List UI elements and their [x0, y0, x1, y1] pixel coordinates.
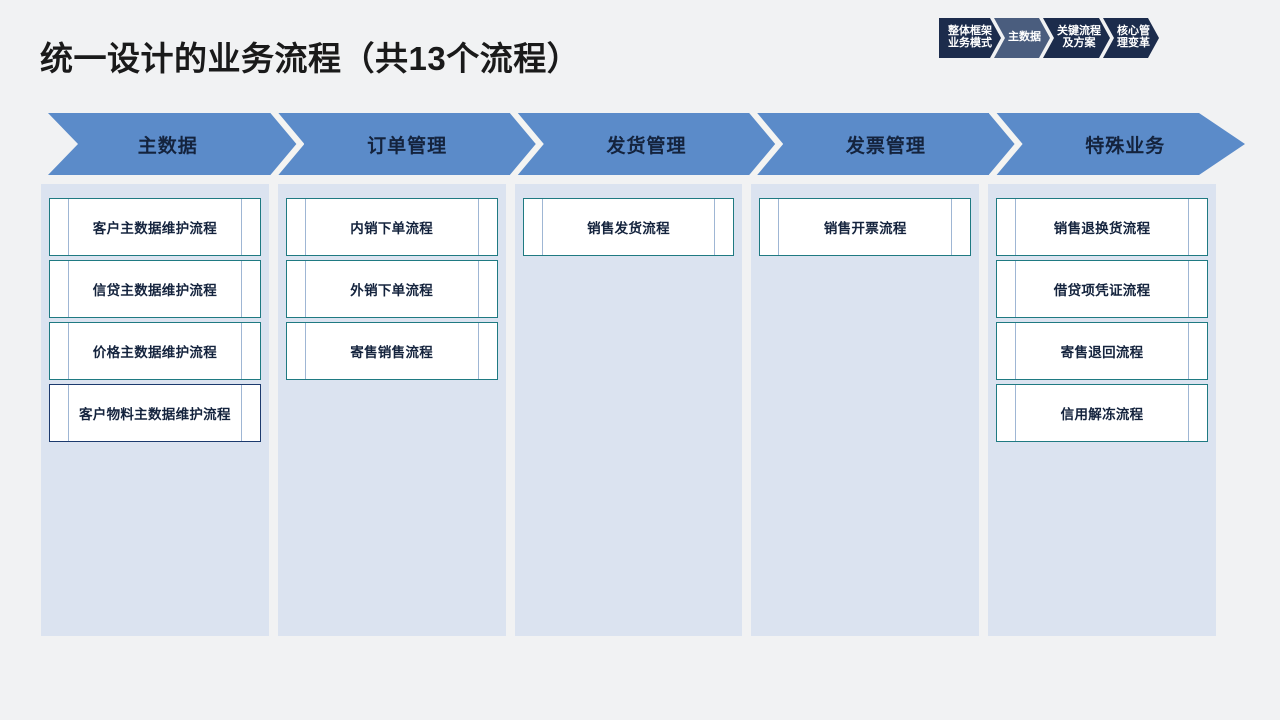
process-box-label: 销售开票流程: [823, 221, 907, 236]
phase-band-background: [48, 113, 1245, 175]
process-box-right-edge: [1187, 261, 1207, 317]
breadcrumb-item-2[interactable]: 主数据: [994, 18, 1050, 58]
process-box-right-edge: [477, 261, 497, 317]
page-title: 统一设计的业务流程（共13个流程）: [40, 40, 581, 77]
process-box-left-edge: [287, 199, 306, 255]
phase-label-2: 订单管理: [367, 135, 448, 157]
process-box[interactable]: 借贷项凭证流程: [996, 260, 1208, 318]
process-box[interactable]: 外销下单流程: [285, 260, 498, 318]
process-box-left-edge: [50, 323, 69, 379]
process-box[interactable]: 销售退换货流程: [996, 198, 1208, 256]
process-box-label: 内销下单流程: [350, 221, 434, 236]
process-box-label: 外销下单流程: [350, 283, 434, 298]
process-box[interactable]: 客户主数据维护流程: [49, 198, 261, 256]
process-box[interactable]: 信贷主数据维护流程: [49, 260, 261, 318]
process-box[interactable]: 销售发货流程: [522, 198, 735, 256]
process-box-label: 销售退换货流程: [1053, 221, 1151, 236]
process-box-left-edge: [50, 261, 69, 317]
process-box-left-edge: [997, 385, 1017, 441]
process-box[interactable]: 寄售退回流程: [996, 322, 1208, 380]
process-box-right-edge: [240, 261, 260, 317]
process-box-left-edge: [50, 199, 69, 255]
process-box[interactable]: 价格主数据维护流程: [49, 322, 261, 380]
process-columns: 客户主数据维护流程信贷主数据维护流程价格主数据维护流程客户物料主数据维护流程内销…: [41, 184, 1216, 636]
process-box-label: 客户主数据维护流程: [92, 221, 217, 236]
process-box-left-edge: [997, 199, 1017, 255]
process-box-label: 信贷主数据维护流程: [92, 283, 217, 298]
breadcrumb-item-3[interactable]: 关键流程 及方案: [1043, 18, 1110, 58]
process-column-2: 内销下单流程外销下单流程寄售销售流程: [277, 184, 506, 636]
process-box-label: 寄售销售流程: [350, 345, 434, 360]
process-box-right-edge: [1187, 199, 1207, 255]
process-box-label: 借贷项凭证流程: [1053, 283, 1151, 298]
phase-label-4: 发票管理: [845, 135, 926, 157]
process-box-right-edge: [477, 323, 497, 379]
process-box-right-edge: [1187, 385, 1207, 441]
process-column-5: 销售退换货流程借贷项凭证流程寄售退回流程信用解冻流程: [988, 184, 1216, 636]
process-column-3: 销售发货流程: [514, 184, 743, 636]
process-box-left-edge: [997, 261, 1017, 317]
process-box-left-edge: [287, 261, 306, 317]
process-box-label: 信用解冻流程: [1060, 407, 1144, 422]
breadcrumb-item-4[interactable]: 核心管 理变革: [1103, 18, 1159, 58]
process-box-right-edge: [240, 323, 260, 379]
breadcrumb-item-1[interactable]: 整体框架 业务模式: [939, 18, 1001, 58]
phase-label-5: 特殊业务: [1085, 135, 1166, 157]
process-box-left-edge: [524, 199, 543, 255]
breadcrumb: 整体框架 业务模式主数据关键流程 及方案核心管 理变革: [939, 18, 1152, 58]
process-box[interactable]: 客户物料主数据维护流程: [49, 384, 261, 442]
phase-label-1: 主数据: [137, 135, 198, 157]
process-box-left-edge: [760, 199, 780, 255]
process-box-label: 寄售退回流程: [1060, 345, 1144, 360]
process-box-right-edge: [477, 199, 497, 255]
process-box[interactable]: 寄售销售流程: [285, 322, 498, 380]
process-box-right-edge: [951, 199, 970, 255]
process-phase-band: 主数据 订单管理 发货管理 发票管理 特殊业务: [48, 113, 1245, 175]
phase-label-3: 发货管理: [606, 135, 687, 157]
process-box-right-edge: [240, 385, 260, 441]
process-box-right-edge: [714, 199, 733, 255]
process-box[interactable]: 销售开票流程: [759, 198, 972, 256]
process-box-left-edge: [50, 385, 69, 441]
process-column-4: 销售开票流程: [751, 184, 980, 636]
process-box-label: 客户物料主数据维护流程: [78, 407, 231, 422]
process-box[interactable]: 信用解冻流程: [996, 384, 1208, 442]
process-box-label: 价格主数据维护流程: [92, 345, 217, 360]
process-column-1: 客户主数据维护流程信贷主数据维护流程价格主数据维护流程客户物料主数据维护流程: [41, 184, 269, 636]
process-box-left-edge: [287, 323, 306, 379]
process-box[interactable]: 内销下单流程: [285, 198, 498, 256]
process-box-label: 销售发货流程: [587, 221, 670, 236]
process-box-right-edge: [1187, 323, 1207, 379]
process-box-left-edge: [997, 323, 1017, 379]
process-box-right-edge: [240, 199, 260, 255]
